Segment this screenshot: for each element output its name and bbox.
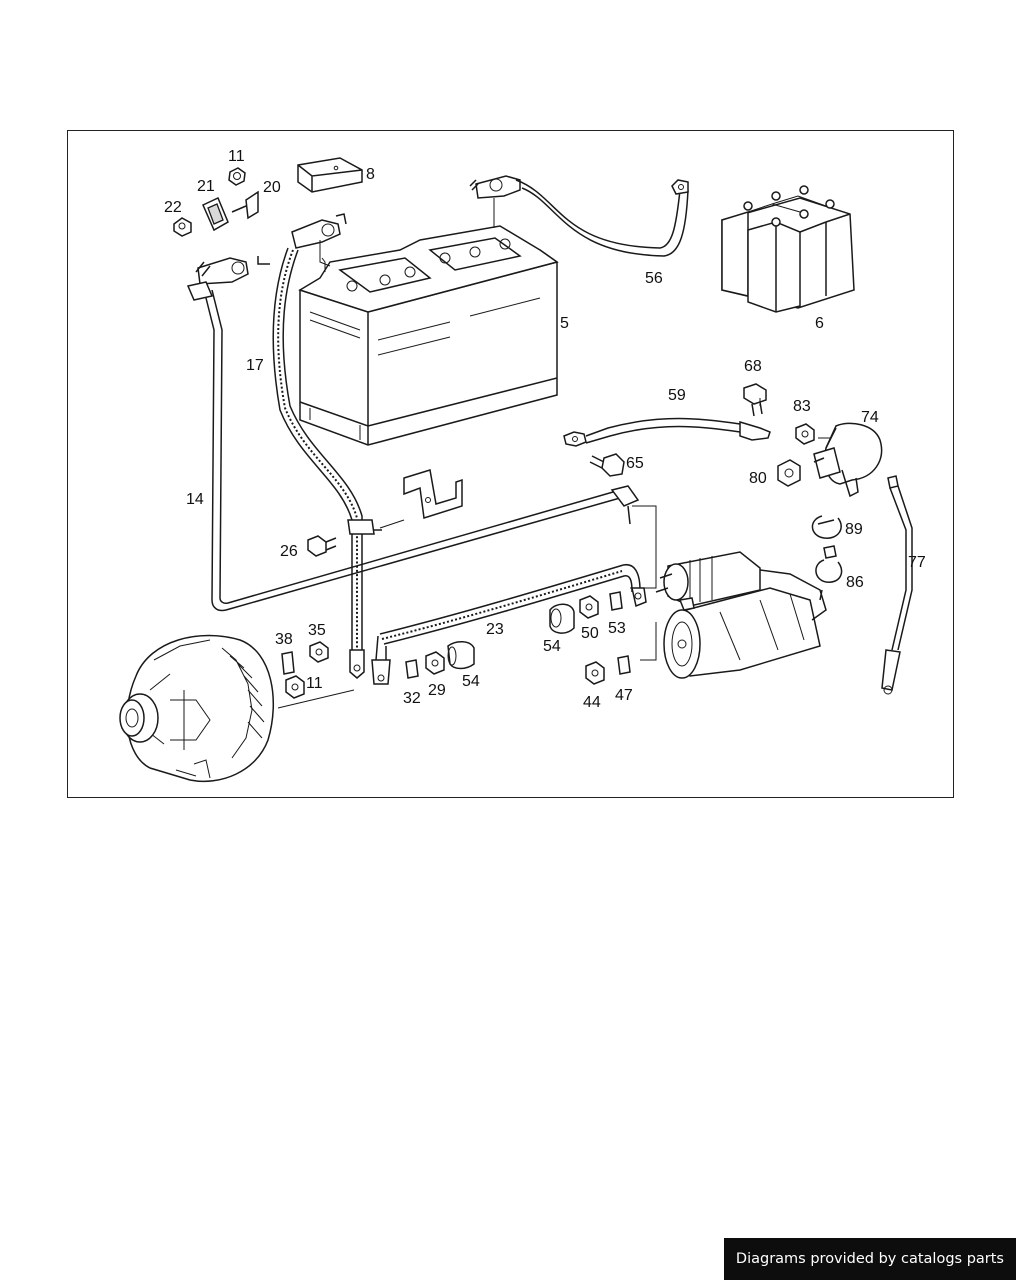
label-part-65: 65: [626, 455, 644, 472]
label-part-6: 6: [815, 315, 824, 332]
label-part-35: 35: [308, 622, 326, 639]
battery-drawing: [298, 225, 559, 446]
nuts-washers-row: [281, 591, 631, 699]
bolt-26-drawing: [307, 535, 337, 557]
label-part-14: 14: [186, 491, 204, 508]
battery-cover-drawing: [297, 157, 363, 193]
leader-lines: [277, 398, 761, 709]
label-part-83: 83: [793, 398, 811, 415]
terminal-clamps: [195, 175, 521, 285]
label-part-54-upper: 54: [543, 638, 561, 655]
starter-motor-drawing: [655, 551, 827, 679]
diagram-frame: [67, 130, 954, 798]
upper-left-fasteners: [173, 167, 259, 237]
label-part-80: 80: [749, 470, 767, 487]
clips-89-86: [811, 515, 843, 601]
label-part-5: 5: [560, 315, 569, 332]
cable-14-drawing: [186, 281, 640, 612]
label-part-53: 53: [608, 620, 626, 637]
bracket-drawing: [379, 469, 463, 529]
label-part-86: 86: [846, 574, 864, 591]
label-part-23: 23: [486, 621, 504, 638]
label-part-44: 44: [583, 694, 601, 711]
cable-17-drawing: [272, 247, 382, 679]
label-part-74: 74: [861, 409, 879, 426]
label-part-29: 29: [428, 682, 446, 699]
cable-23-drawing: [371, 563, 647, 685]
label-part-38: 38: [275, 631, 293, 648]
footer-credit-badge: Diagrams provided by catalogs parts: [723, 1238, 1016, 1280]
battery-cells-drawing: [721, 185, 855, 313]
label-part-68: 68: [744, 358, 762, 375]
label-part-11-lower: 11: [306, 675, 323, 692]
label-part-8: 8: [366, 166, 375, 183]
bolt-65-drawing: [589, 453, 625, 477]
alternator-drawing: [119, 634, 274, 783]
label-part-77: 77: [908, 554, 926, 571]
label-part-21: 21: [197, 178, 215, 195]
part-labels: 8 11 21 20 22 56 5 6 17 14 68 59 83 74 6…: [164, 148, 926, 711]
label-part-54-lower: 54: [462, 673, 480, 690]
label-part-20: 20: [263, 179, 281, 196]
bolt-68-drawing: [743, 383, 767, 417]
cable-56-drawing: [515, 179, 689, 257]
connector-74-assembly: [777, 422, 883, 498]
label-part-89: 89: [845, 521, 863, 538]
label-part-59: 59: [668, 387, 686, 404]
label-part-56: 56: [645, 270, 663, 287]
label-part-11-top: 11: [228, 148, 245, 165]
label-part-26: 26: [280, 543, 298, 560]
label-part-50: 50: [581, 625, 599, 642]
label-part-32: 32: [403, 690, 421, 707]
cable-59-drawing: [563, 417, 771, 447]
label-part-47: 47: [615, 687, 633, 704]
label-part-17: 17: [246, 357, 264, 374]
label-part-22: 22: [164, 199, 182, 216]
cable-77-drawing: [881, 475, 913, 695]
